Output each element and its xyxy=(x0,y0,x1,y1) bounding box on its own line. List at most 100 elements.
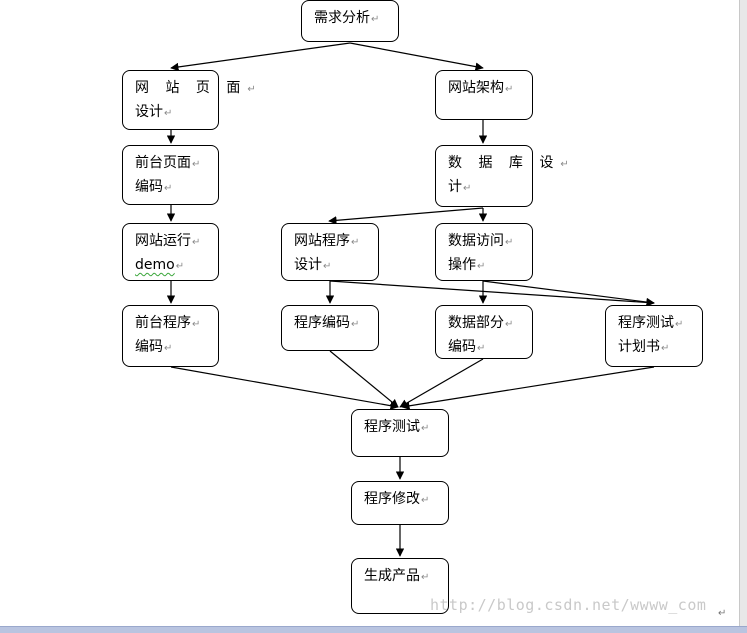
paragraph-mark: ↵ xyxy=(505,237,514,248)
node-text: 需求分析 xyxy=(314,10,370,26)
node-line: 计↵ xyxy=(448,176,524,200)
node-text: 数据部分 xyxy=(448,315,504,331)
node-line: 网站架构↵ xyxy=(448,77,524,101)
paragraph-mark: ↵ xyxy=(247,84,256,95)
node-product: 生成产品↵ xyxy=(351,558,449,614)
edge-data-access-ops-to-test-plan xyxy=(482,280,655,307)
node-line: 数据访问↵ xyxy=(448,230,524,254)
node-line: 需求分析↵ xyxy=(314,7,390,31)
paragraph-mark: ↵ xyxy=(505,84,514,95)
node-text: 计划书 xyxy=(618,339,660,355)
node-text: 设计 xyxy=(294,257,322,273)
node-line: 网 站 页 面↵ xyxy=(135,77,256,101)
paragraph-mark: ↵ xyxy=(463,183,472,194)
node-site-demo: 网站运行↵demo↵ xyxy=(122,223,219,281)
edge-frontend-program-to-program-testing xyxy=(170,366,399,410)
node-requirements: 需求分析↵ xyxy=(301,0,399,42)
paragraph-mark: ↵ xyxy=(505,319,514,330)
paragraph-mark: ↵ xyxy=(164,108,173,119)
node-line: 程序修改↵ xyxy=(364,488,440,512)
node-site-program-design: 网站程序↵设计↵ xyxy=(281,223,379,281)
paragraph-mark: ↵ xyxy=(351,237,360,248)
node-text: 程序测试 xyxy=(364,419,420,435)
node-data-part-coding: 数据部分↵编码↵ xyxy=(435,305,533,359)
node-site-page-design: 网 站 页 面↵设计↵ xyxy=(122,70,256,130)
node-text: 数 据 库 设 xyxy=(448,155,560,171)
node-line: 程序测试↵ xyxy=(618,312,694,336)
node-text: 操作 xyxy=(448,257,476,273)
edge-program-coding-to-program-testing xyxy=(329,350,399,408)
watermark-url: http://blog.csdn.net/wwww_com xyxy=(430,596,707,614)
node-line: 设计↵ xyxy=(135,101,210,125)
node-site-architecture: 网站架构↵ xyxy=(435,70,533,120)
node-frontend-page-coding: 前台页面↵编码↵ xyxy=(122,145,219,205)
node-line: 编码↵ xyxy=(135,336,210,360)
node-line: 程序编码↵ xyxy=(294,312,370,336)
node-program-coding: 程序编码↵ xyxy=(281,305,379,351)
node-text: 计 xyxy=(448,179,462,195)
node-text: 前台程序 xyxy=(135,315,191,331)
node-text: 程序修改 xyxy=(364,491,420,507)
paragraph-mark: ↵ xyxy=(164,183,173,194)
node-line: 计划书↵ xyxy=(618,336,694,360)
node-line: 程序测试↵ xyxy=(364,416,440,440)
edge-data-part-coding-to-program-testing xyxy=(399,358,484,408)
node-line: 网站运行↵ xyxy=(135,230,210,254)
edge-requirements-to-site-architecture xyxy=(349,42,484,71)
paragraph-mark: ↵ xyxy=(477,261,486,272)
edge-test-plan-to-program-testing xyxy=(401,366,655,410)
node-line: 前台程序↵ xyxy=(135,312,210,336)
paragraph-mark: ↵ xyxy=(351,319,360,330)
node-text: 数据访问 xyxy=(448,233,504,249)
node-line: demo↵ xyxy=(135,254,210,278)
node-text: 网站运行 xyxy=(135,233,191,249)
edge-requirements-to-site-page-design xyxy=(170,42,351,72)
paragraph-mark: ↵ xyxy=(192,159,201,170)
paragraph-mark: ↵ xyxy=(421,423,430,434)
paragraph-mark: ↵ xyxy=(661,343,670,354)
node-text: 前台页面 xyxy=(135,155,191,171)
node-text: 编码 xyxy=(448,339,476,355)
node-program-testing: 程序测试↵ xyxy=(351,409,449,457)
paragraph-mark: ↵ xyxy=(192,319,201,330)
node-text: 程序编码 xyxy=(294,315,350,331)
node-text: 网站程序 xyxy=(294,233,350,249)
node-database-design: 数 据 库 设↵计↵ xyxy=(435,145,569,207)
node-test-plan: 程序测试↵计划书↵ xyxy=(605,305,703,367)
node-line: 数据部分↵ xyxy=(448,312,524,336)
node-text: 网 站 页 面 xyxy=(135,80,247,96)
node-text: 设计 xyxy=(135,104,163,120)
node-line: 生成产品↵ xyxy=(364,565,440,589)
paragraph-mark: ↵ xyxy=(192,237,201,248)
node-line: 前台页面↵ xyxy=(135,152,210,176)
node-text: demo xyxy=(135,257,175,273)
node-data-access-ops: 数据访问↵操作↵ xyxy=(435,223,533,281)
paragraph-mark: ↵ xyxy=(675,319,684,330)
node-text: 网站架构 xyxy=(448,80,504,96)
paragraph-mark: ↵ xyxy=(371,14,380,25)
paragraph-mark: ↵ xyxy=(421,495,430,506)
node-text: 程序测试 xyxy=(618,315,674,331)
node-line: 网站程序↵ xyxy=(294,230,370,254)
node-program-revision: 程序修改↵ xyxy=(351,481,449,525)
window-frame-bottom xyxy=(0,626,747,633)
node-frontend-program: 前台程序↵编码↵ xyxy=(122,305,219,367)
edge-database-design-to-site-program-design xyxy=(328,207,484,225)
node-line: 操作↵ xyxy=(448,254,524,278)
node-text: 编码 xyxy=(135,339,163,355)
paragraph-mark: ↵ xyxy=(560,159,569,170)
paragraph-mark: ↵ xyxy=(421,572,430,583)
edge-site-program-design-to-test-plan xyxy=(329,280,655,307)
node-text: 编码 xyxy=(135,179,163,195)
node-line: 设计↵ xyxy=(294,254,370,278)
paragraph-mark: ↵ xyxy=(718,608,727,619)
paragraph-mark: ↵ xyxy=(175,261,185,272)
paragraph-mark: ↵ xyxy=(323,261,332,272)
window-frame-right xyxy=(739,0,747,628)
node-line: 编码↵ xyxy=(135,176,210,200)
node-text: 生成产品 xyxy=(364,568,420,584)
node-line: 数 据 库 设↵ xyxy=(448,152,569,176)
node-line: 编码↵ xyxy=(448,336,524,360)
